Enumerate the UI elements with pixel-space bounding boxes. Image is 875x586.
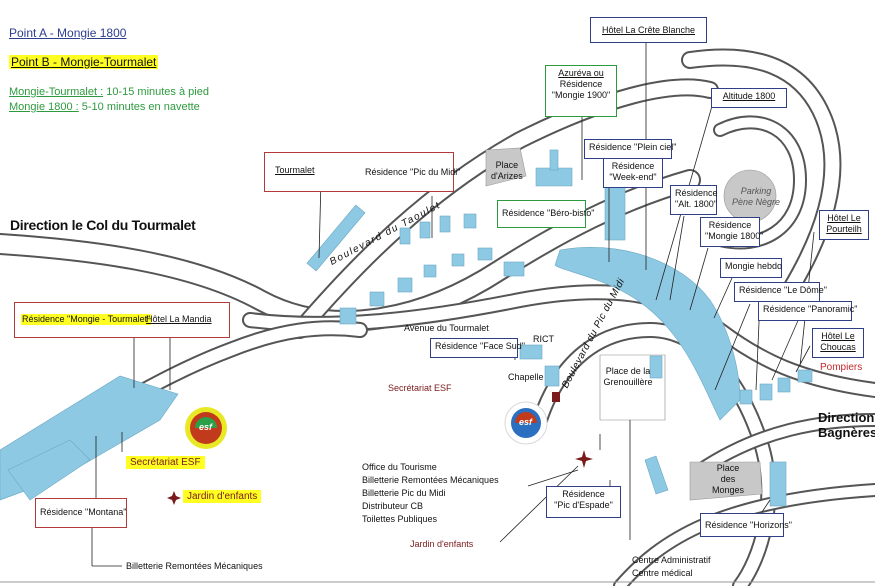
box-mongie-tourmalet: Résidence "Mongie - Tourmalet" Hôtel La … bbox=[14, 302, 230, 338]
box-le-dome: Résidence "Le Dôme" bbox=[734, 282, 827, 302]
box-alt-1800: Résidence"Alt. 1800" bbox=[670, 185, 718, 215]
building-tourmalet bbox=[306, 204, 366, 272]
buildings bbox=[0, 149, 813, 507]
building-taoulet-1 bbox=[339, 307, 357, 325]
box-mongie-1800: Résidence"Mongie 1800" bbox=[700, 217, 763, 247]
jardin-marker-right bbox=[575, 450, 593, 468]
box-bero-bisto: Résidence "Béro-bisto" bbox=[497, 200, 594, 228]
esf-logo-right bbox=[504, 401, 548, 445]
box-montana: Résidence "Montana" bbox=[35, 498, 127, 528]
legend-point-a: Point A - Mongie 1800 bbox=[9, 26, 127, 40]
esf-logo-left bbox=[185, 407, 227, 449]
shuttle-value: 5-10 minutes en navette bbox=[78, 101, 200, 113]
centre-medical: Centre médical bbox=[632, 568, 693, 578]
direction-bagneres-line2: Bagnères bbox=[818, 425, 875, 440]
road-label-avenue: Avenue du Tourmalet bbox=[404, 323, 489, 333]
box-horizons: Résidence "Horizons" bbox=[700, 513, 792, 537]
box-tourmalet: Tourmalet Résidence "Pic du Midi" bbox=[264, 152, 460, 192]
jardin-marker-left bbox=[167, 491, 181, 505]
square-arizes bbox=[485, 147, 527, 187]
building-mongie-1900-tower bbox=[549, 149, 559, 171]
walk-value: 10-15 minutes à pied bbox=[103, 86, 209, 98]
service-distributeur: Distributeur CB bbox=[362, 501, 424, 511]
legend-travel-times: Mongie-Tourmalet : 10-15 minutes à pied … bbox=[9, 85, 209, 115]
building-grenouillere bbox=[599, 354, 666, 421]
walk-key: Mongie-Tourmalet : bbox=[9, 86, 104, 98]
building-dome-2 bbox=[759, 383, 773, 401]
esf-logo-left-text: esf bbox=[199, 422, 213, 432]
square-monges bbox=[689, 461, 763, 501]
building-pic-du-midi bbox=[519, 344, 543, 360]
label-billetterie-bottom: Billetterie Remontées Mécaniques bbox=[126, 561, 263, 571]
building-taoulet-5 bbox=[451, 253, 465, 267]
centre-administratif: Centre Administratif bbox=[632, 555, 711, 565]
building-chapelle bbox=[544, 365, 560, 387]
shuttle-key: Mongie 1800 : bbox=[9, 101, 79, 113]
box-panoramic: Résidence "Panoramic" bbox=[758, 301, 857, 321]
building-horizons bbox=[769, 461, 787, 507]
direction-col-du-tourmalet: Direction le Col du Tourmalet bbox=[10, 217, 196, 233]
service-office-tourisme: Office du Tourisme bbox=[362, 462, 437, 472]
service-billetterie-pic: Billetterie Pic du Midi bbox=[362, 488, 446, 498]
building-taoulet-6 bbox=[477, 247, 493, 261]
label-secretariat-esf-left: Secrétariat ESF bbox=[126, 456, 205, 469]
place-chapelle: Chapelle bbox=[508, 372, 544, 382]
secretariat-esf-marker bbox=[552, 392, 560, 402]
building-pic-d-espade bbox=[644, 455, 669, 495]
building-week-end bbox=[604, 179, 626, 241]
place-rict: RICT bbox=[533, 334, 554, 344]
box-pic-d-espade: Résidence"Pic d'Espade" bbox=[546, 486, 621, 518]
legend-point-b: Point B - Mongie-Tourmalet bbox=[9, 55, 159, 69]
building-taoulet-8 bbox=[419, 221, 431, 239]
box-plein-ciel: Résidence "Plein ciel" bbox=[584, 139, 676, 159]
hotel-la-mandia-label: Hôtel La Mandia bbox=[146, 314, 212, 324]
esf-logo-right-text: esf bbox=[519, 417, 533, 427]
direction-bagneres-line1: Direction bbox=[818, 410, 875, 425]
label-services: Office du Tourisme Billetterie Remontées… bbox=[362, 461, 499, 526]
building-grenouillere-inner bbox=[649, 355, 663, 379]
building-face-sud bbox=[503, 261, 525, 277]
label-centre: Centre Administratif Centre médical bbox=[632, 554, 711, 580]
squares bbox=[485, 147, 777, 501]
residence-mongie-tourmalet-label: Résidence "Mongie - Tourmalet" bbox=[21, 314, 152, 325]
box-mongie-hebdo: Mongie hebdo bbox=[720, 258, 782, 278]
box-week-end: Résidence"Week-end" bbox=[603, 158, 663, 188]
box-face-sud: Résidence "Face Sud" bbox=[430, 338, 525, 358]
building-taoulet-4 bbox=[423, 264, 437, 278]
label-jardin-left: Jardin d'enfants bbox=[183, 490, 262, 503]
building-montana bbox=[7, 439, 91, 501]
direction-bagneres: Direction Bagnères bbox=[818, 410, 875, 440]
service-billetterie-remontees: Billetterie Remontées Mécaniques bbox=[362, 475, 499, 485]
building-taoulet-2 bbox=[369, 291, 385, 307]
building-panoramic bbox=[777, 377, 791, 393]
building-taoulet-10 bbox=[463, 213, 477, 229]
label-jardin-right: Jardin d'enfants bbox=[410, 539, 474, 549]
building-taoulet-7 bbox=[399, 227, 411, 245]
building-taoulet-9 bbox=[439, 215, 451, 233]
building-taoulet-3 bbox=[397, 277, 413, 293]
label-secretariat-esf-right: Secrétariat ESF bbox=[388, 383, 452, 393]
label-pompiers: Pompiers bbox=[820, 362, 863, 373]
building-dome-1 bbox=[739, 389, 753, 405]
box-altitude-1800: Altitude 1800 bbox=[711, 88, 787, 108]
box-creste-blanche: Hôtel La Crête Blanche bbox=[590, 17, 707, 43]
service-toilettes: Toilettes Publiques bbox=[362, 514, 438, 524]
building-choucas bbox=[797, 369, 813, 383]
building-mongie-1900 bbox=[535, 167, 573, 187]
